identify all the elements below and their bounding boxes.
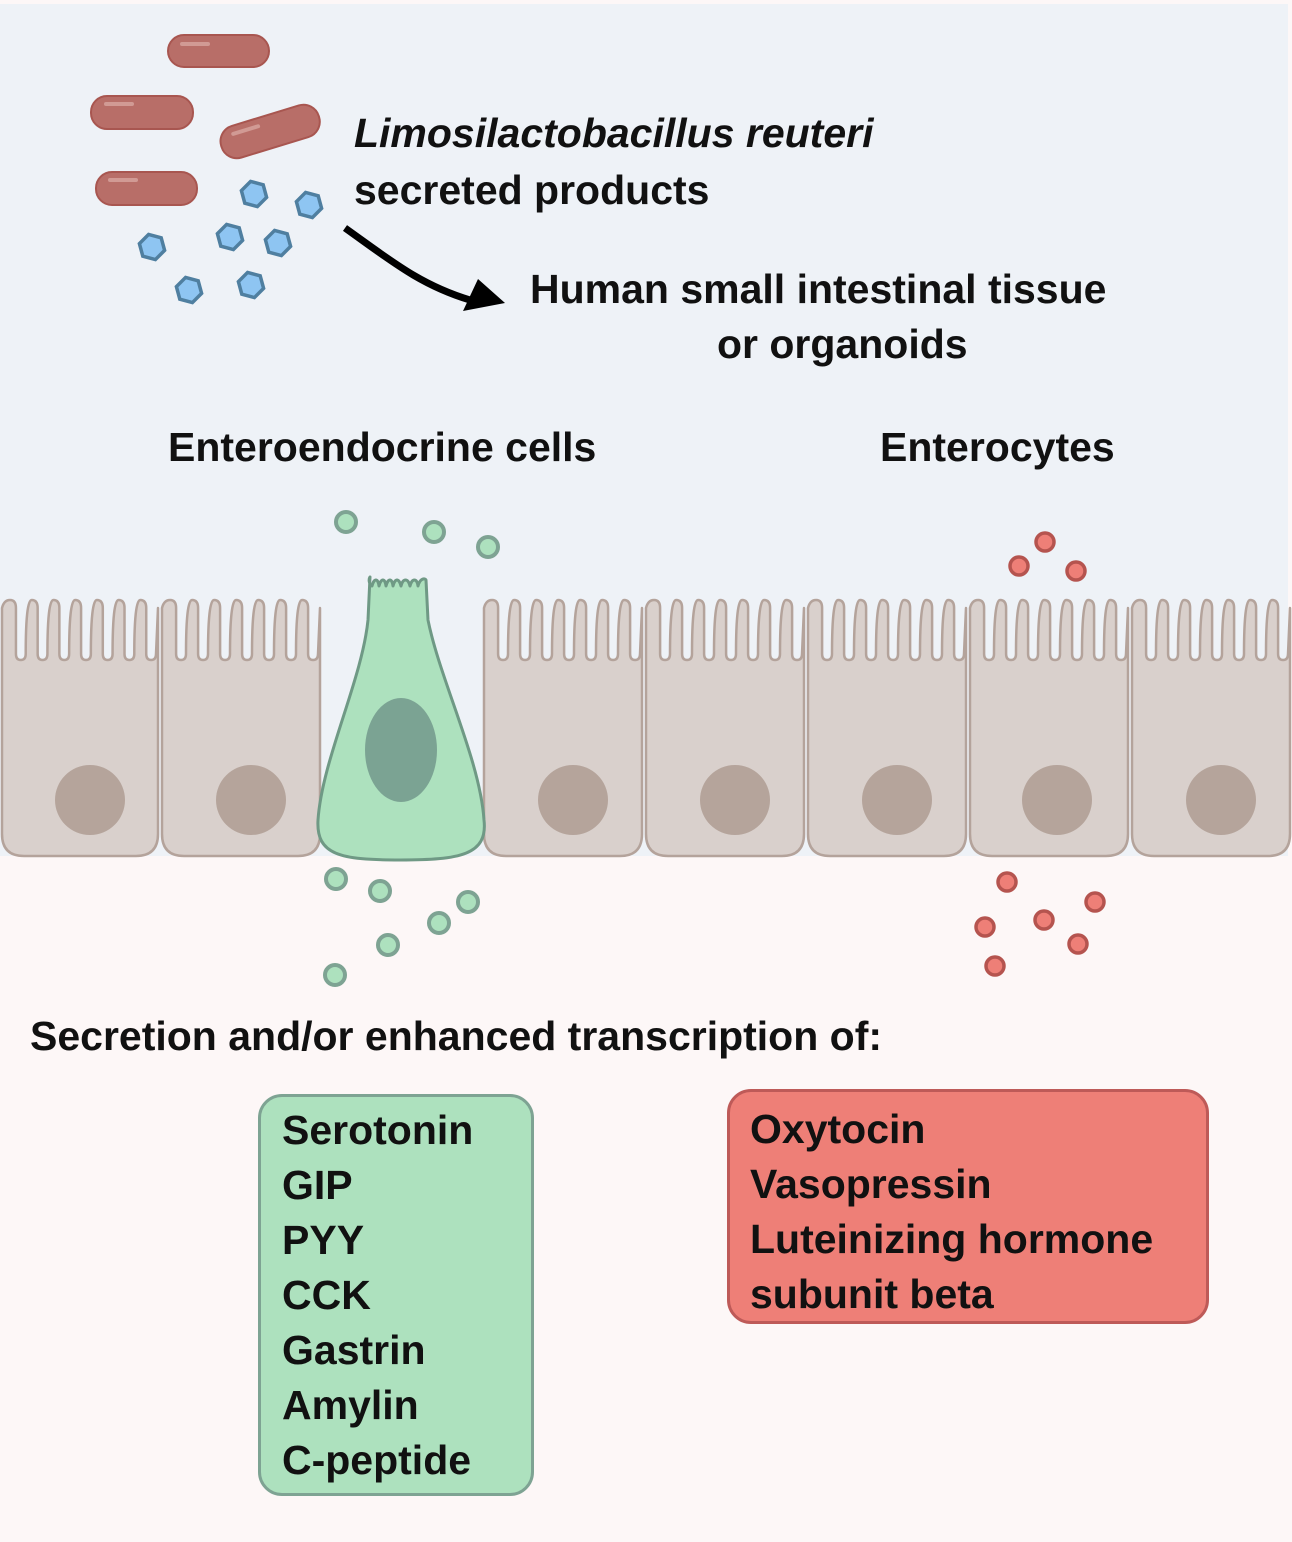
hormone-granule-green [456,890,480,914]
hormone-granule-red [1067,933,1089,955]
product-item: Gastrin [282,1327,426,1373]
secreted-molecule-hexagon-icon [137,232,167,262]
hormone-granule-red [1065,560,1087,582]
organism-products: secreted products [354,167,710,213]
enterocyte-nucleus [538,765,608,835]
hormone-granule-green [376,933,400,957]
enterocyte-nucleus [862,765,932,835]
hormone-granule-green [368,879,392,903]
enteroendocrine-label: Enteroendocrine cells [168,424,597,470]
hormone-granule-red [974,916,996,938]
enterocyte-cell [968,598,1130,858]
product-item: Amylin [282,1382,419,1428]
target-tissue-line2: or organoids [717,321,968,367]
hormone-granule-red [984,955,1006,977]
enterocyte-nucleus [1022,765,1092,835]
hormone-granule-green [323,963,347,987]
bacterium-rod-icon [95,171,198,206]
enteroendocrine-cell [316,575,486,862]
enterocyte-nucleus [55,765,125,835]
bacterium-rod-icon [219,103,321,160]
enterocyte-nucleus [700,765,770,835]
bacterium-rod-icon [167,34,270,68]
bacteria-group [90,34,321,206]
organism-name: Limosilactobacillus reuteri [354,110,874,156]
enterocytes-label: Enterocytes [880,424,1115,470]
target-tissue-line1: Human small intestinal tissue [530,266,1107,312]
enterocyte-cell [1130,598,1292,858]
enterocyte-cell [160,598,322,858]
product-item: CCK [282,1272,371,1318]
bacterium-rod-icon [90,95,194,130]
product-item: PYY [282,1217,365,1263]
product-item: GIP [282,1162,353,1208]
product-item: C-peptide [282,1437,472,1483]
hormone-granule-red [1033,909,1055,931]
hormone-granule-red [1034,531,1056,553]
product-item: Serotonin [282,1107,474,1153]
enterocyte-cell [644,598,806,858]
secretion-heading: Secretion and/or enhanced transcription … [30,1013,883,1059]
secreted-molecule-hexagon-icon [263,228,293,258]
enterocyte-cell [806,598,968,858]
hormone-granule-green [427,911,451,935]
hormone-granule-green [334,510,358,534]
arrow-icon [342,225,505,311]
epithelium-layer [0,598,1292,858]
hormone-granule-red [996,871,1018,893]
hormone-granule-green [422,520,446,544]
product-item: subunit beta [750,1271,994,1317]
secreted-molecule-hexagon-icon [174,275,204,305]
product-item: Oxytocin [750,1106,926,1152]
enterocyte-cell [0,598,160,858]
enterocyte-nucleus [216,765,286,835]
hormone-granule-red [1008,555,1030,577]
secreted-molecule-hexagon-icon [236,270,266,300]
secreted-molecule-hexagon-icon [294,190,324,220]
product-item: Vasopressin [750,1161,992,1207]
hormone-granule-red [1084,891,1106,913]
enterocyte-granules [974,531,1106,977]
secreted-molecule-hexagon-icon [239,179,269,209]
enterocyte-nucleus [1186,765,1256,835]
hormone-granule-green [476,535,500,559]
secreted-molecule-hexagon-icon [215,222,245,252]
product-item: Luteinizing hormone [750,1216,1154,1262]
enteroendocrine-granules [323,510,500,987]
enteroendocrine-nucleus [365,698,437,802]
enterocyte-cell [482,598,644,858]
secreted-molecules-group [137,179,324,305]
hormone-granule-green [324,867,348,891]
